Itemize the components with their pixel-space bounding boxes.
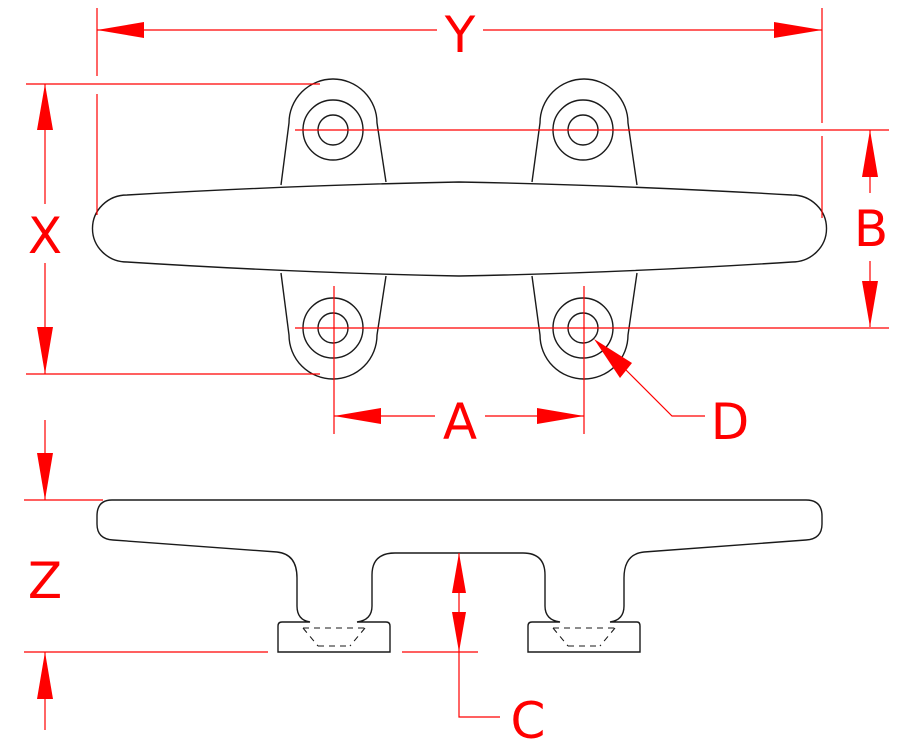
dimension-x: X: [26, 83, 320, 375]
dimension-y: Y: [96, 6, 823, 218]
side-view: [96, 499, 823, 653]
cleat-body-top: [91, 181, 828, 277]
lug-top-left: [280, 78, 387, 186]
label-b: B: [854, 200, 888, 258]
dimension-b: B: [854, 130, 888, 327]
dimension-c: C: [452, 553, 545, 750]
label-a: A: [443, 393, 477, 451]
lug-top-right: [531, 78, 638, 186]
countersink-left: [302, 627, 366, 647]
label-d: D: [711, 393, 750, 451]
dimension-d: D: [594, 339, 749, 451]
label-x: X: [28, 207, 62, 265]
label-z: Z: [28, 552, 62, 610]
label-c: C: [511, 692, 546, 750]
cleat-body-side: [96, 499, 823, 653]
countersink-right: [552, 627, 616, 647]
dimension-z: Z: [24, 420, 478, 730]
top-view: [91, 78, 828, 380]
dimension-a: A: [334, 393, 584, 451]
center-lines: [295, 129, 889, 434]
label-y: Y: [444, 6, 476, 64]
